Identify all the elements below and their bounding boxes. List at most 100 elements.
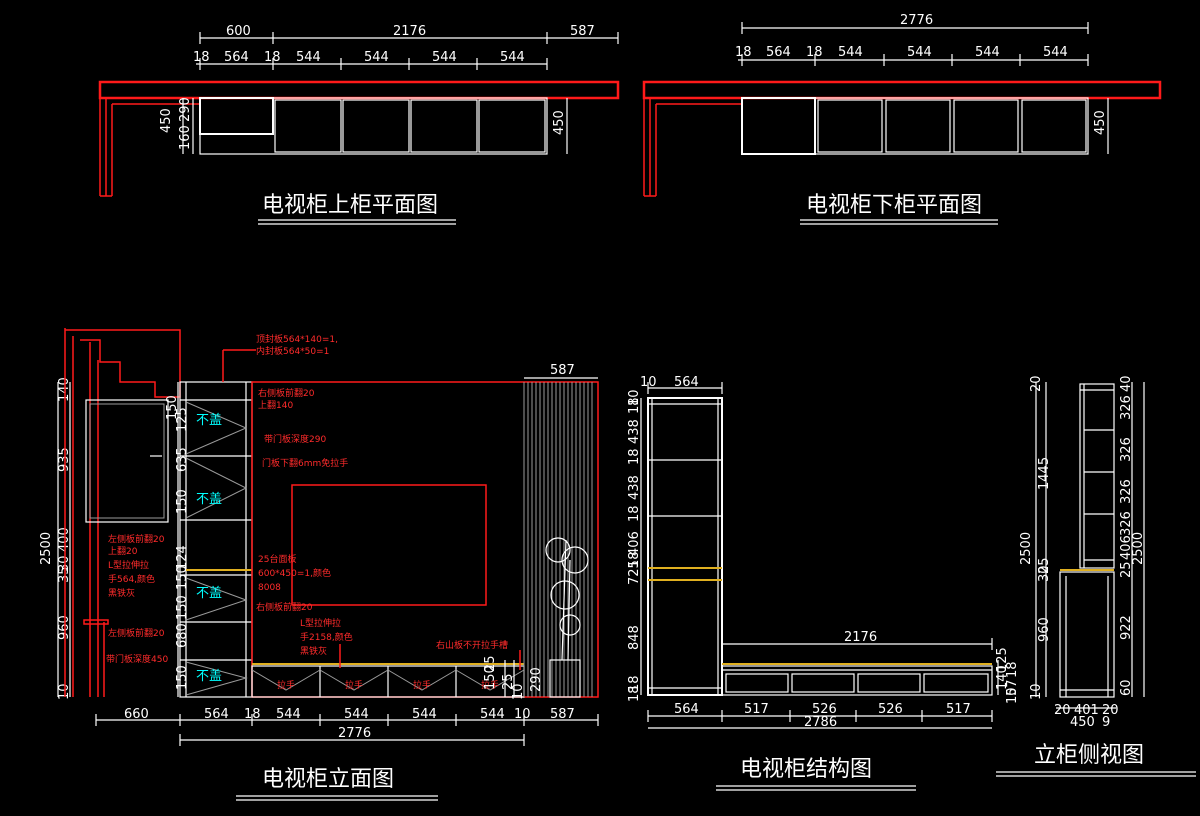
dim-725: 725 — [627, 560, 642, 585]
dim-18: 18 — [627, 685, 642, 702]
dim-517: 517 — [744, 702, 769, 717]
lower-plan-title: 电视柜下柜平面图 — [806, 193, 982, 218]
note: 25台面板 — [258, 553, 296, 565]
dim-150: 150 — [175, 665, 190, 690]
dim-40: 40 — [1119, 375, 1134, 392]
dim-2786: 2786 — [804, 715, 837, 730]
dim-544: 544 — [907, 45, 932, 60]
dim-10: 10 — [511, 683, 526, 700]
label-no-cover: 不盖 — [196, 413, 222, 428]
dim-18: 18 — [627, 505, 642, 522]
tall-cabinet-side-view: 20 2500 1445 25 30 960 10 40 326 326 326… — [996, 375, 1196, 777]
dim-406: 406 — [627, 531, 642, 556]
dim-450: 450 — [1093, 110, 1108, 135]
dim-450: 450 — [552, 110, 567, 135]
dim-401: 401 — [1074, 703, 1099, 718]
dim-517: 517 — [946, 702, 971, 717]
dim-406: 406 — [1119, 535, 1134, 560]
dim-140: 140 — [995, 665, 1010, 690]
upper-plan-title: 电视柜上柜平面图 — [262, 193, 438, 218]
dim-18: 18 — [806, 45, 823, 60]
note: 上翻20 — [108, 546, 138, 557]
dim-18: 18 — [627, 448, 642, 465]
dim-544: 544 — [975, 45, 1000, 60]
dim-25: 25 — [1119, 561, 1134, 578]
dim-544: 544 — [412, 707, 437, 722]
dim-150: 150 — [483, 665, 498, 690]
note: 带门板深度450 — [106, 653, 168, 665]
dim-526: 526 — [878, 702, 903, 717]
side-view-title: 立柜侧视图 — [1034, 743, 1144, 768]
dim-544: 544 — [838, 45, 863, 60]
dim-544: 544 — [276, 707, 301, 722]
dim-544: 544 — [480, 707, 505, 722]
drawer-label: 拉手 — [481, 679, 499, 691]
dim-544: 544 — [296, 50, 321, 65]
dim-635: 635 — [175, 447, 190, 472]
note: 左侧板前翻20 — [108, 533, 165, 545]
dim-10: 10 — [514, 707, 531, 722]
dim-544: 544 — [344, 707, 369, 722]
dim-587: 587 — [550, 363, 575, 378]
dim-960: 960 — [1037, 617, 1052, 642]
dim-2776: 2776 — [900, 13, 933, 28]
note: 右侧板前翻20 — [258, 387, 315, 399]
dim-587: 587 — [550, 707, 575, 722]
dim-564: 564 — [224, 50, 249, 65]
dim-57: 57 — [1005, 679, 1020, 696]
dim-564: 564 — [674, 702, 699, 717]
dim-18: 18 — [735, 45, 752, 60]
note: 黑铁灰 — [300, 645, 327, 657]
dim-125: 125 — [995, 647, 1010, 672]
dim-660: 660 — [124, 707, 149, 722]
dim-150: 150 — [175, 595, 190, 620]
dim-9: 9 — [1102, 715, 1110, 730]
dim-2776: 2776 — [338, 726, 371, 741]
note-inner-panel: 内封板564*50=1 — [256, 345, 329, 357]
dim-18: 18 — [244, 707, 261, 722]
dim-544: 544 — [364, 50, 389, 65]
dim-450: 450 — [159, 108, 174, 133]
dim-25: 25 — [501, 673, 516, 690]
note: 带门板深度290 — [264, 433, 326, 445]
drawer-label: 拉手 — [345, 679, 363, 691]
dim-438: 438 — [627, 475, 642, 500]
dim-18: 18 — [627, 397, 642, 414]
dim-18: 18 — [627, 551, 642, 568]
dim-848: 848 — [627, 625, 642, 650]
note: 黑铁灰 — [108, 587, 135, 599]
dim-564: 564 — [766, 45, 791, 60]
note: 右山板不开拉手槽 — [436, 639, 508, 651]
dim-2500: 2500 — [1019, 532, 1034, 565]
dim-150: 150 — [165, 395, 180, 420]
dim-326: 326 — [1119, 511, 1134, 536]
dim-587: 587 — [570, 24, 595, 39]
dim-10: 10 — [627, 389, 642, 406]
dim-20: 20 — [1054, 703, 1071, 718]
note: 8008 — [258, 583, 281, 593]
dim-30: 30 — [1037, 565, 1052, 582]
dim-564: 564 — [674, 375, 699, 390]
dim-526: 526 — [812, 702, 837, 717]
dim-125: 125 — [175, 407, 190, 432]
note: L型拉伸拉 — [300, 617, 341, 629]
note-top-panel: 顶封板564*140=1, — [256, 333, 338, 345]
dim-20: 20 — [1029, 375, 1044, 392]
note: 手2158,颜色 — [300, 631, 353, 643]
note: 左侧板前翻20 — [108, 627, 165, 639]
note: 上翻140 — [258, 400, 293, 411]
tv-cabinet-structure: 10 564 10 18 438 18 438 18 406 18 725 84… — [627, 375, 1020, 791]
dim-2176: 2176 — [844, 630, 877, 645]
note: 手564,颜色 — [108, 573, 155, 585]
plant-icon — [545, 537, 589, 698]
dim-438: 438 — [627, 419, 642, 444]
upper-cabinet-plan: 600 2176 587 18 564 18 544 544 544 544 — [98, 24, 620, 225]
dim-450: 450 — [1070, 715, 1095, 730]
dim-544: 544 — [1043, 45, 1068, 60]
elevation-title: 电视柜立面图 — [262, 767, 394, 792]
note: L型拉伸拉 — [108, 559, 149, 571]
dim-2500: 2500 — [39, 532, 54, 565]
dim-18: 18 — [264, 50, 281, 65]
dim-18: 18 — [1005, 661, 1020, 678]
